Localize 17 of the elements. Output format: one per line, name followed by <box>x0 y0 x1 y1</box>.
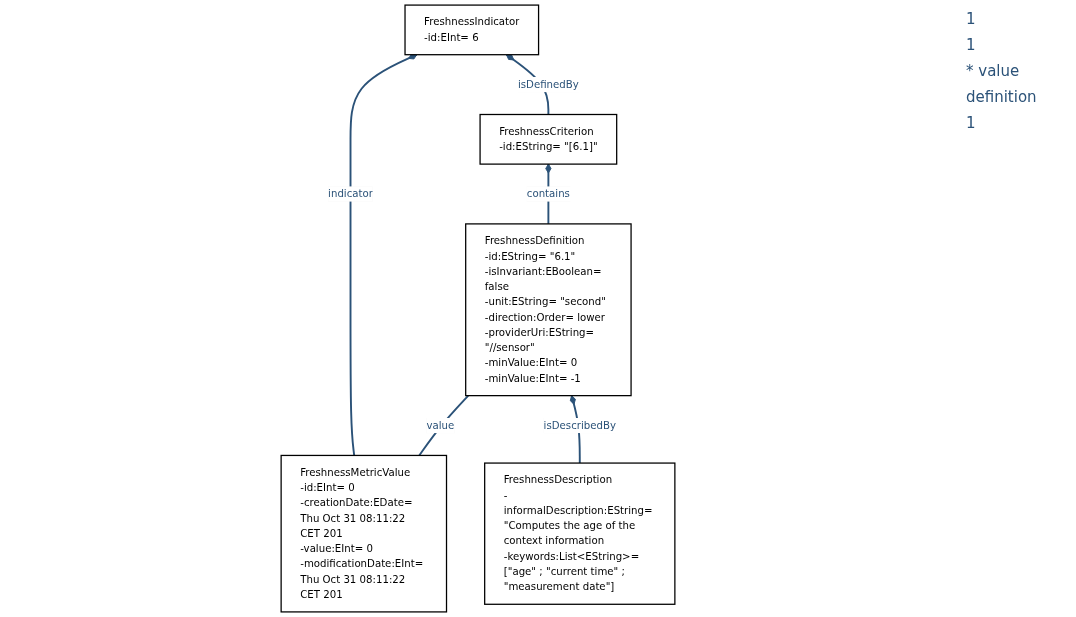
multiplicity-label: 1 <box>966 36 977 54</box>
multiplicity-label: 1 <box>966 10 977 28</box>
node-box: FreshnessDescription -informalDescription:EString= "Computes the age of the context information -keywords:List<EString>= ["age" ; "current time" ; "measurement date"] <box>484 462 676 605</box>
multiplicity-label: 1 <box>966 114 977 132</box>
edge-label: isDefinedBy <box>517 78 579 91</box>
edge-label: contains <box>526 187 570 200</box>
node-box: FreshnessIndicator -id:EInt= 6 <box>404 4 540 56</box>
edge-label: indicator <box>328 187 373 200</box>
edge-label: isDescribedBy <box>543 419 616 432</box>
connector <box>418 394 470 457</box>
multiplicity-label: definition <box>966 88 1038 106</box>
node-box: FreshnessCriterion -id:EString= "[6.1]" <box>479 113 618 165</box>
node-box: FreshnessMetricValue -id:EInt= 0 -creationDate:EDate= Thu Oct 31 08:11:22 CET 201 -value:EInt= 0 -modificationDate:EInt= Thu Oct 31 08:11:22 CET 201 <box>280 454 448 613</box>
node-box: FreshnessDefinition -id:EString= "6.1" -isInvariant:EBoolean= false -unit:EString= "second" -direction:Order= lower -providerUri:EString= "//sensor" -minValue:EInt= 0 -minValue:EInt= -1 <box>465 223 632 397</box>
edge-label: value <box>426 419 455 432</box>
multiplicity-label: * value <box>966 62 1021 80</box>
connector <box>349 53 418 457</box>
